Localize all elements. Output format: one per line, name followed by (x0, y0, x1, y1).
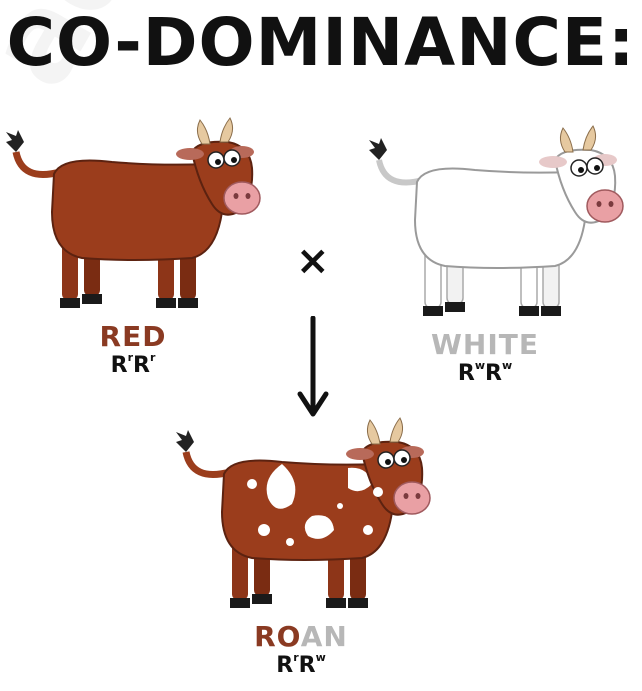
white-parent-label: WHITE RwRw (420, 328, 550, 386)
red-allele-base-2: R (133, 353, 150, 378)
roan-allele-sup-1: r (293, 651, 299, 664)
red-allele-sup-1: r (127, 351, 133, 364)
roan-cow-illustration (176, 417, 431, 608)
page-title: CO-DOMINANCE: (6, 4, 636, 81)
down-arrow-icon (297, 316, 329, 417)
roan-genotype: RrRw (236, 651, 366, 678)
roan-offspring-label: ROAN RrRw (236, 620, 366, 678)
white-allele-sup-1: w (474, 359, 485, 372)
roan-allele-sup-2: w (315, 651, 326, 664)
red-name: RED (99, 320, 167, 353)
roan-allele-base-2: R (298, 653, 316, 678)
white-allele-base-2: R (485, 361, 502, 386)
red-parent-label: RED RrRr (88, 320, 178, 378)
roan-name: ROAN (236, 620, 366, 653)
red-cow-illustration (6, 117, 261, 308)
red-allele-base-1: R (110, 353, 128, 378)
white-name: WHITE (431, 328, 539, 361)
white-allele-base-1: R (457, 361, 475, 386)
roan-name-white-part: AN (300, 620, 348, 653)
roan-allele-base-1: R (276, 653, 294, 678)
white-genotype: RwRw (420, 359, 550, 386)
red-allele-sup-2: r (149, 351, 156, 364)
white-allele-sup-2: w (501, 359, 513, 372)
red-genotype: RrRr (88, 351, 178, 378)
white-cow-illustration (369, 125, 624, 316)
cross-icon: × (296, 238, 330, 284)
roan-name-red-part: RO (254, 620, 301, 653)
